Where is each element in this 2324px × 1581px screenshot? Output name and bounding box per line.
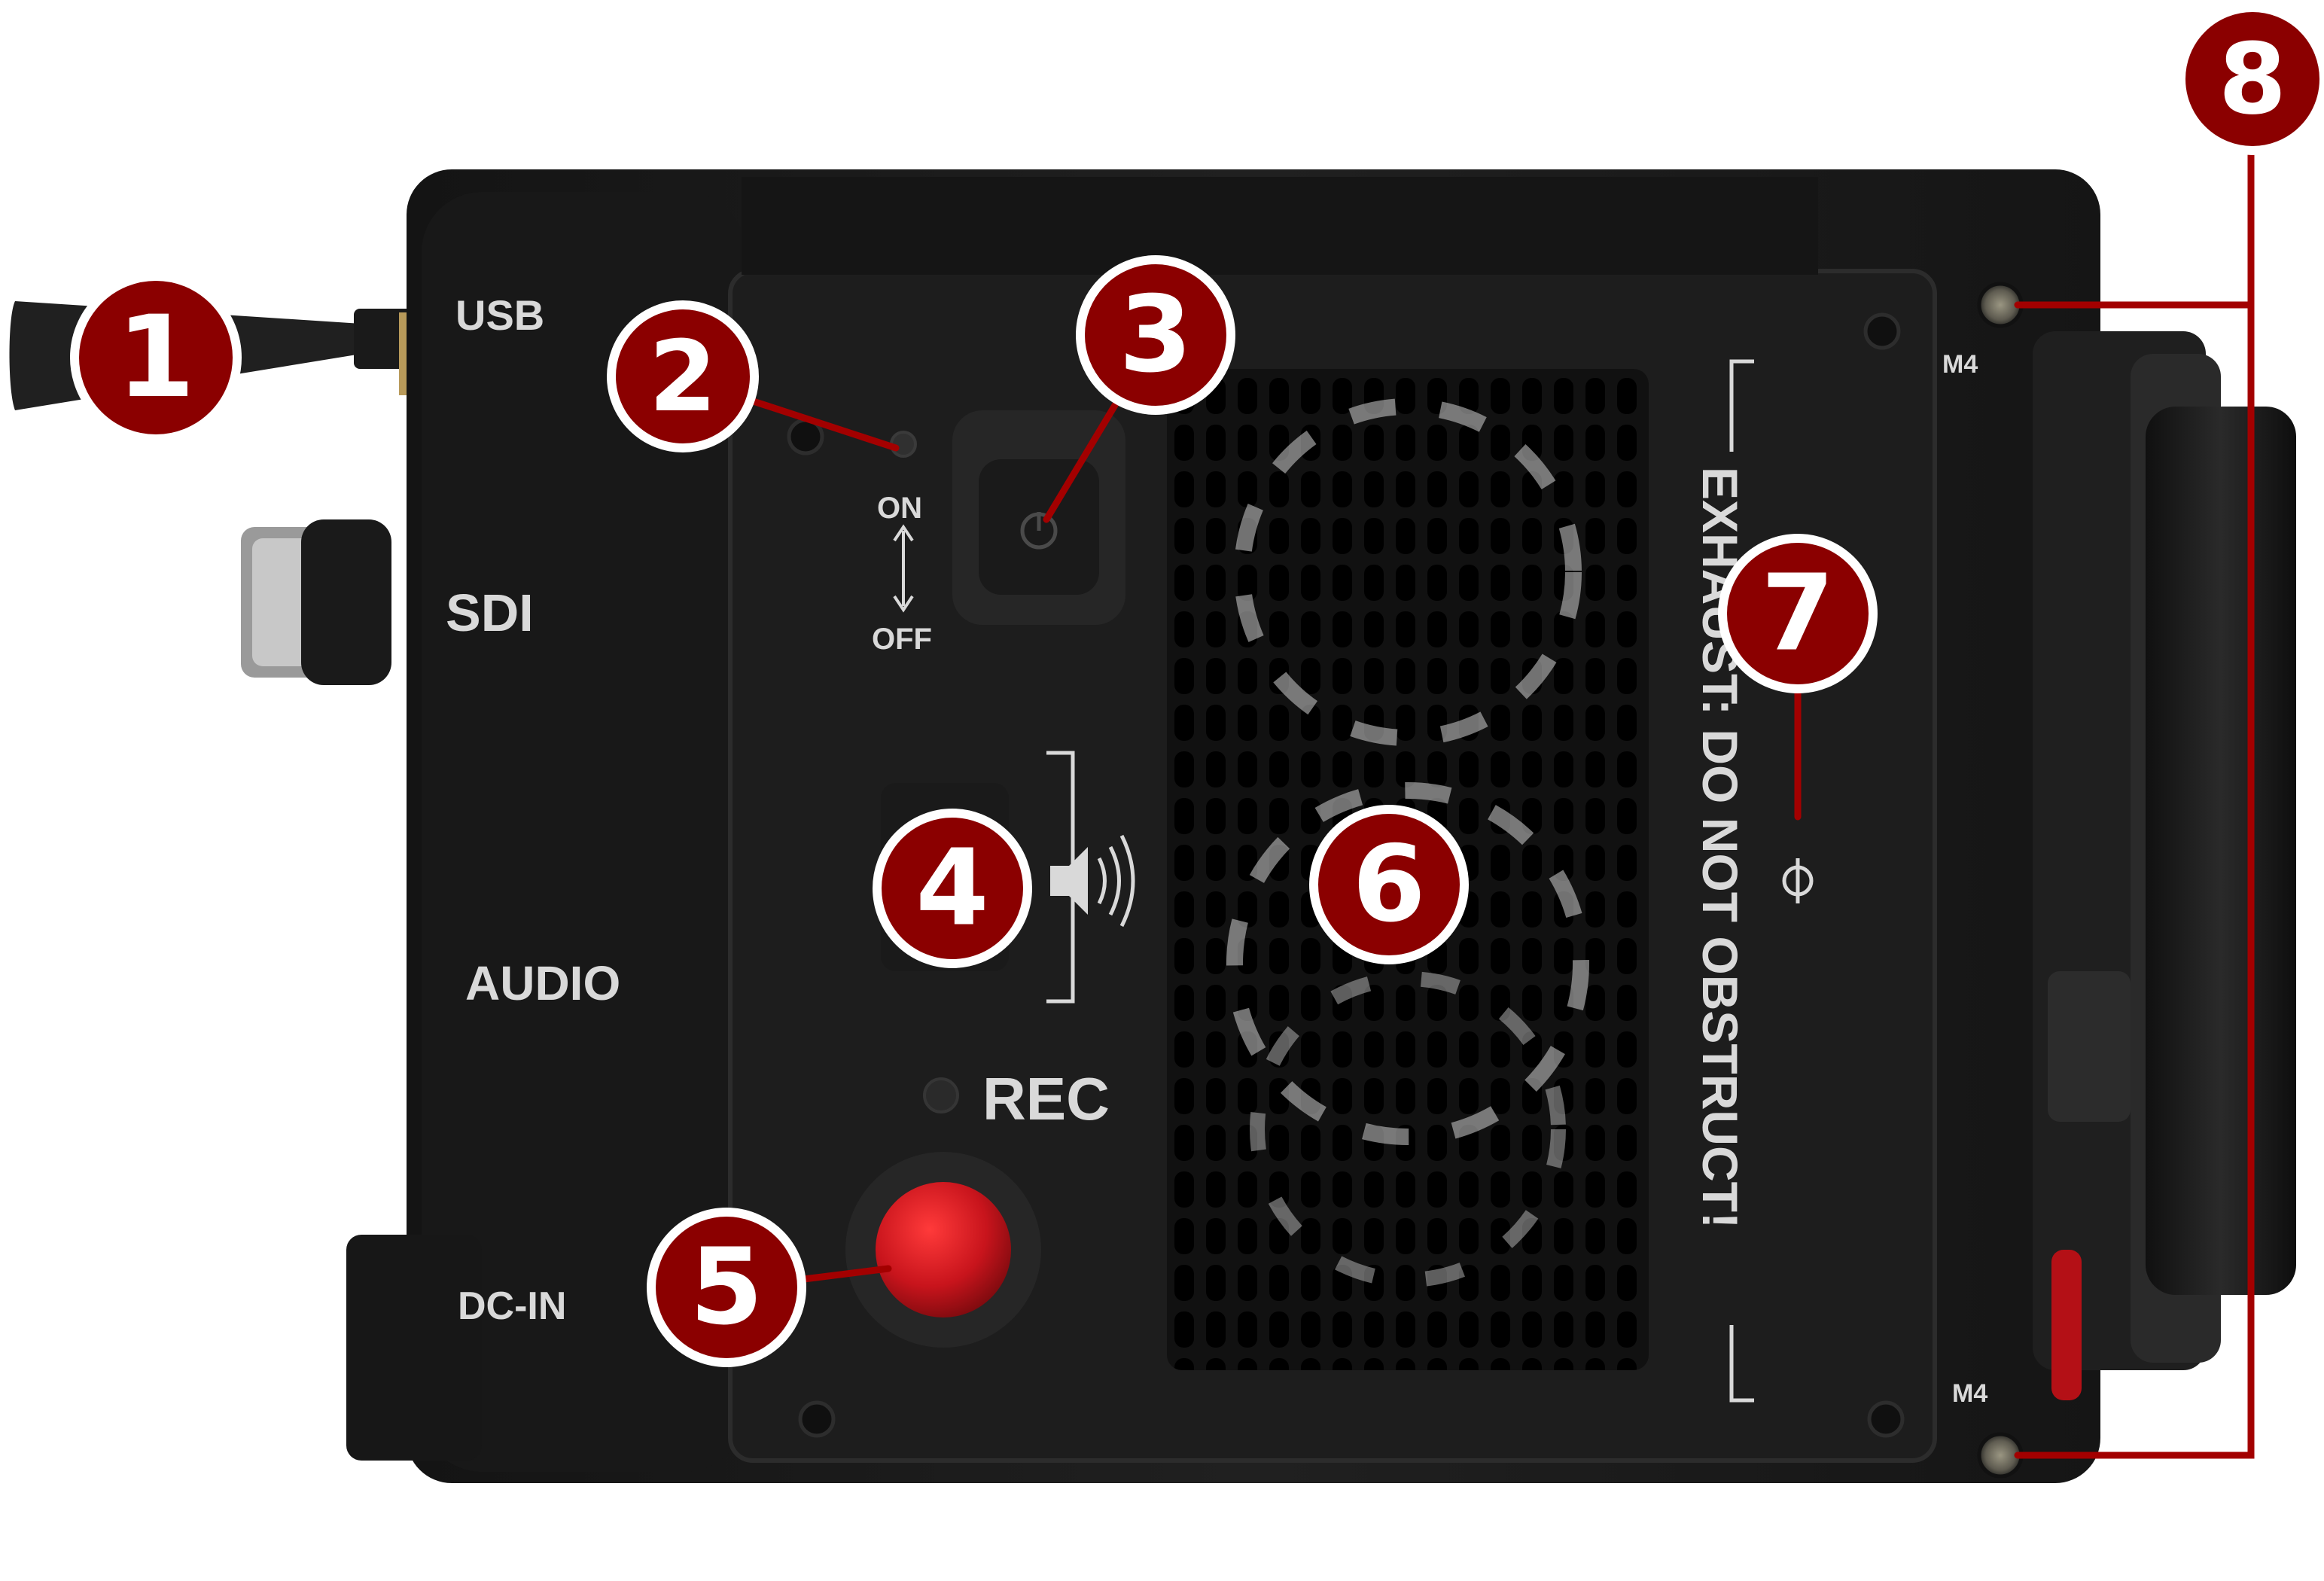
record-button (845, 1152, 1041, 1348)
rec-label: REC (982, 1065, 1110, 1132)
callout-2-number: 2 (649, 319, 717, 434)
callout-1-number: 1 (117, 292, 195, 423)
sensor-plane-mark (1782, 858, 1814, 903)
callout-7-number: 7 (1761, 553, 1834, 675)
lens-mount (2033, 331, 2296, 1400)
dc-in-label: DC-IN (458, 1284, 566, 1328)
on-off-indicator (893, 524, 914, 613)
callout-2: 2 (607, 300, 759, 452)
callout-6: 6 (1309, 805, 1469, 964)
usb-label: USB (455, 291, 544, 339)
power-button (952, 410, 1125, 625)
callout-5: 5 (647, 1208, 806, 1367)
sdi-label: SDI (446, 583, 534, 642)
off-label: OFF (872, 623, 932, 656)
sdi-connector (241, 519, 391, 685)
callout-5-number: 5 (690, 1226, 763, 1349)
callout-4: 4 (873, 809, 1032, 968)
callout-6-number: 6 (1352, 824, 1425, 946)
callout-1: 1 (70, 272, 242, 443)
callout-3: 3 (1076, 255, 1235, 415)
exhaust-bracket (1729, 359, 1754, 1403)
body-screws (787, 312, 1905, 1438)
callout-4-number: 4 (915, 827, 988, 950)
callout-8: 8 (2176, 3, 2324, 155)
m4-label-top: M4 (1942, 350, 1978, 379)
callout-8-number: 8 (2219, 22, 2286, 136)
on-label: ON (877, 492, 922, 525)
audio-label: AUDIO (465, 956, 620, 1010)
callout-7: 7 (1718, 534, 1878, 693)
m4-label-bottom: M4 (1952, 1379, 1987, 1408)
rec-led (923, 1077, 959, 1113)
callout-3-number: 3 (1119, 274, 1192, 397)
